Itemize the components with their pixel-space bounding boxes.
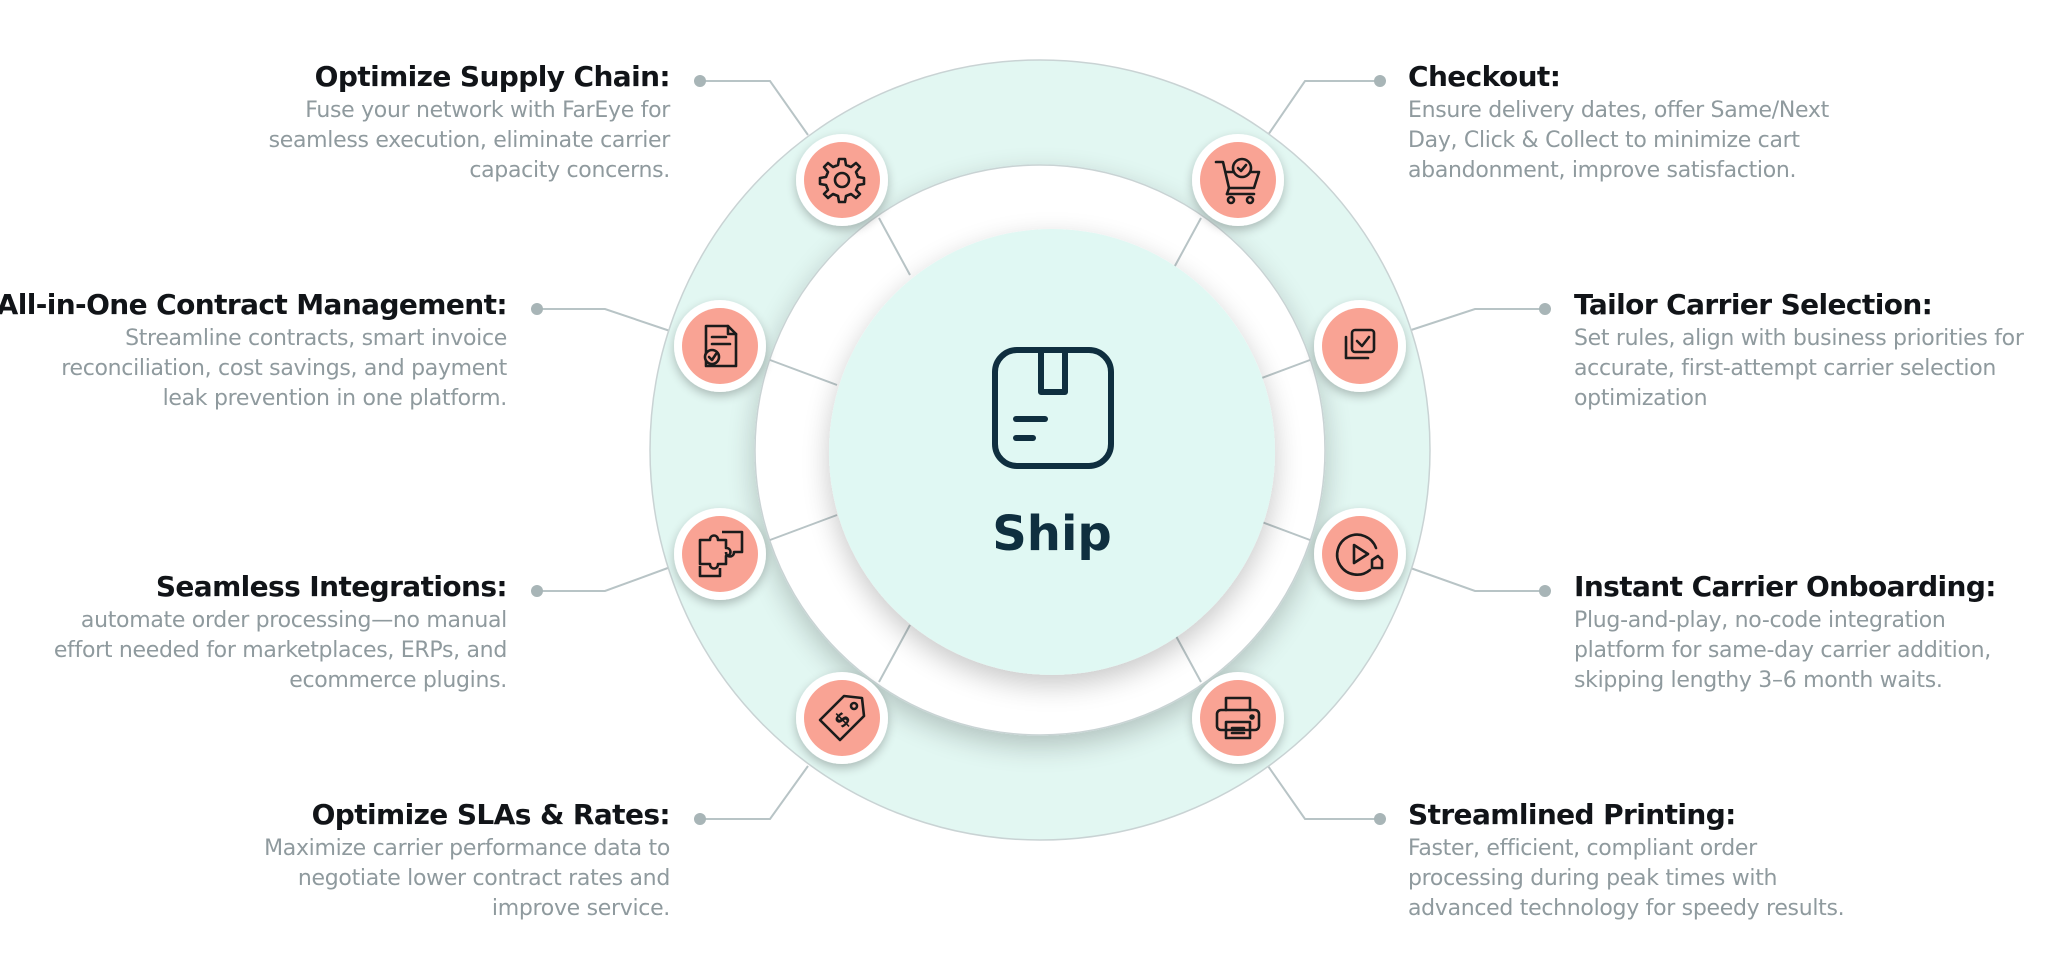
connector-dot-checkout	[1374, 75, 1386, 87]
feature-description: Maximize carrier performance data to neg…	[264, 836, 670, 921]
play-onboarding-icon	[1335, 533, 1384, 576]
feature-description: Ensure delivery dates, offer Same/Next D…	[1408, 98, 1829, 183]
badge-streamlined-printing	[1192, 672, 1284, 764]
center-disk	[829, 229, 1275, 675]
feature-checkout: Checkout: Ensure delivery dates, offer S…	[1408, 60, 1928, 186]
badge-checkout	[1192, 134, 1284, 226]
feature-description: Set rules, align with business prioritie…	[1574, 326, 2024, 411]
printer-icon	[1215, 696, 1261, 740]
connector-checkout	[1267, 80, 1380, 136]
spoke-line	[769, 359, 838, 386]
badge-optimize-slas-rates: $	[796, 672, 888, 764]
package-box-icon	[992, 347, 1114, 469]
feature-description: automate order processing—no manual effo…	[53, 608, 507, 693]
feature-description: Plug-and-play, no-code integration platf…	[1574, 608, 1991, 693]
spoke-line	[878, 624, 911, 683]
badge-instant-carrier-onboarding	[1314, 508, 1406, 600]
puzzle-icon	[698, 530, 744, 578]
feature-description: Fuse your network with FarEye for seamle…	[268, 98, 671, 183]
feature-title: Optimize Supply Chain:	[314, 60, 671, 93]
badge-seamless-integrations	[674, 508, 766, 600]
connector-dot-tailor-carrier-selection	[1539, 303, 1551, 315]
connector-dot-contract-management	[531, 303, 543, 315]
center-label: Ship	[992, 506, 1112, 562]
feature-title: Instant Carrier Onboarding:	[1574, 570, 1997, 603]
feature-optimize-slas-rates: Optimize SLAs & Rates: Maximize carrier …	[150, 798, 671, 924]
document-check-icon	[703, 324, 738, 368]
feature-title: Tailor Carrier Selection:	[1574, 288, 1933, 321]
connector-dot-streamlined-printing	[1374, 813, 1386, 825]
feature-optimize-supply-chain: Optimize Supply Chain: Fuse your network…	[150, 60, 671, 186]
connector-contract-management	[537, 308, 677, 334]
connector-optimize-slas-rates	[700, 765, 809, 820]
feature-tailor-carrier-selection: Tailor Carrier Selection: Set rules, ali…	[1574, 288, 2048, 414]
badge-contract-management	[674, 300, 766, 392]
connector-seamless-integrations	[537, 564, 677, 592]
spoke-line	[878, 217, 911, 276]
gear-icon	[818, 157, 866, 204]
feature-seamless-integrations: Seamless Integrations: automate order pr…	[0, 570, 508, 696]
connector-streamlined-printing	[1267, 765, 1380, 820]
connector-dot-instant-carrier-onboarding	[1539, 585, 1551, 597]
checklist-icon	[1344, 328, 1376, 360]
feature-streamlined-printing: Streamlined Printing: Faster, efficient,…	[1408, 798, 1928, 924]
feature-title: Streamlined Printing:	[1408, 798, 1736, 831]
feature-description: Faster, efficient, compliant order proce…	[1408, 836, 1845, 921]
feature-title: Checkout:	[1408, 60, 1561, 93]
connector-dot-optimize-slas-rates	[694, 813, 706, 825]
connector-dot-seamless-integrations	[531, 585, 543, 597]
connector-instant-carrier-onboarding	[1401, 564, 1545, 592]
connector-dot-optimize-supply-chain	[694, 75, 706, 87]
feature-title: All-in-One Contract Management:	[0, 288, 508, 321]
shopping-cart-check-icon	[1214, 157, 1261, 205]
feature-title: Seamless Integrations:	[155, 570, 508, 603]
connector-lines	[531, 75, 1551, 825]
spoke-lines	[769, 217, 1311, 683]
spoke-line	[769, 514, 838, 541]
connector-optimize-supply-chain	[700, 80, 809, 136]
feature-description: Streamline contracts, smart invoice reco…	[61, 326, 507, 411]
feature-instant-carrier-onboarding: Instant Carrier Onboarding: Plug-and-pla…	[1574, 570, 2048, 696]
feature-contract-management: All-in-One Contract Management: Streamli…	[0, 288, 508, 414]
badge-optimize-supply-chain	[796, 134, 888, 226]
feature-title: Optimize SLAs & Rates:	[311, 798, 671, 831]
connector-tailor-carrier-selection	[1401, 308, 1545, 334]
spoke-line	[1169, 217, 1202, 276]
badge-tailor-carrier-selection	[1314, 300, 1406, 392]
